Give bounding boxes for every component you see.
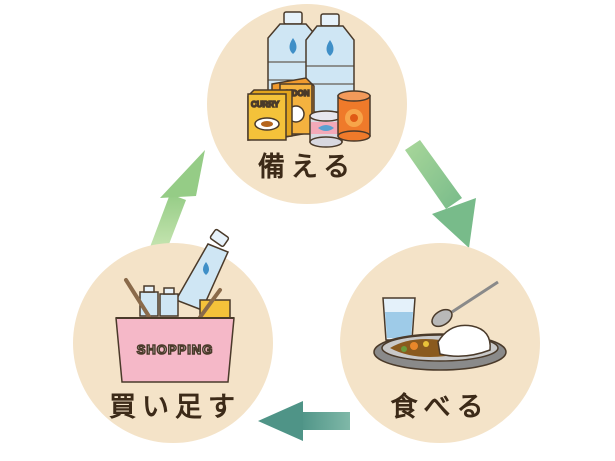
bottle-icon: [159, 287, 179, 317]
water-bottle-icon: [305, 13, 355, 113]
fish-can-icon: [309, 110, 343, 148]
arrow-eat-to-restock: [258, 401, 350, 441]
step-label-restock: 買い足す: [109, 392, 241, 423]
step-label-prepare: 備える: [258, 151, 356, 183]
fruit-can-icon: [337, 90, 371, 142]
basket-handle-icon: [124, 278, 222, 322]
svg-text:CURRY: CURRY: [251, 100, 280, 109]
arrow-prepare-to-eat: [405, 140, 476, 248]
shopping-illustration: SHOPPING: [115, 228, 235, 383]
svg-text:SHOPPING: SHOPPING: [137, 342, 214, 357]
step-label-eat: 食べる: [391, 391, 490, 423]
meal-illustration: [373, 280, 507, 371]
shopping-basket-icon: SHOPPING: [115, 317, 235, 383]
svg-text:UDON: UDON: [286, 89, 310, 98]
stockpile-illustration: UDON CURRY: [247, 11, 371, 148]
curry-plate-icon: [373, 324, 507, 371]
water-glass-icon: [382, 297, 416, 341]
curry-box-icon: CURRY: [247, 89, 293, 141]
arrow-restock-to-prepare: [150, 150, 205, 252]
spoon-icon: [431, 280, 499, 328]
